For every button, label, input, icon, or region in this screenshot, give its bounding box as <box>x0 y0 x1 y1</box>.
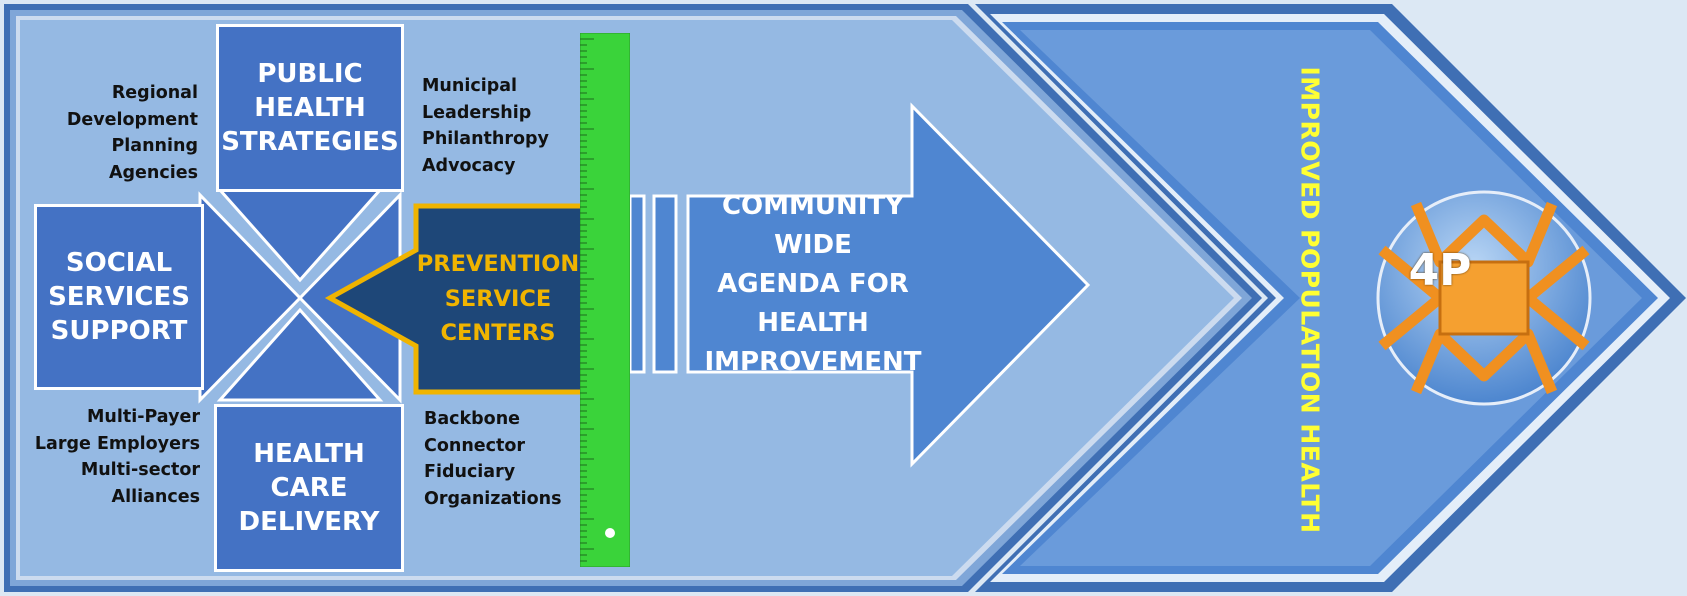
label-backbone-organizations: Backbone Connector Fiduciary Organizatio… <box>424 409 562 509</box>
right-chevron-panel <box>975 4 1686 592</box>
4p-logo-icon <box>1376 190 1592 406</box>
improved-population-health-label: IMPROVED POPULATION HEALTH <box>1295 66 1325 534</box>
ruler-icon[interactable] <box>580 33 630 567</box>
4p-logo-text: 4P <box>1408 244 1472 296</box>
label-multi-payer: Multi-Payer Large Employers Multi-sector… <box>34 407 200 507</box>
prevention-arrow-shape <box>324 203 586 395</box>
label-municipal-leadership: Municipal Leadership Philanthropy Advoca… <box>422 76 549 176</box>
social-services-box: SOCIAL SERVICES SUPPORT <box>34 204 204 390</box>
prevention-service-centers-label: PREVENTION SERVICE CENTERS <box>416 250 580 347</box>
community-arrow-shape <box>628 102 1091 468</box>
public-health-box: PUBLIC HEALTH STRATEGIES <box>216 24 404 192</box>
community-agenda-label: COMMUNITY WIDE AGENDA FOR HEALTH IMPROVE… <box>704 190 922 377</box>
health-care-box: HEALTH CARE DELIVERY <box>214 404 404 572</box>
label-regional-agencies: Regional Development Planning Agencies <box>66 83 198 183</box>
